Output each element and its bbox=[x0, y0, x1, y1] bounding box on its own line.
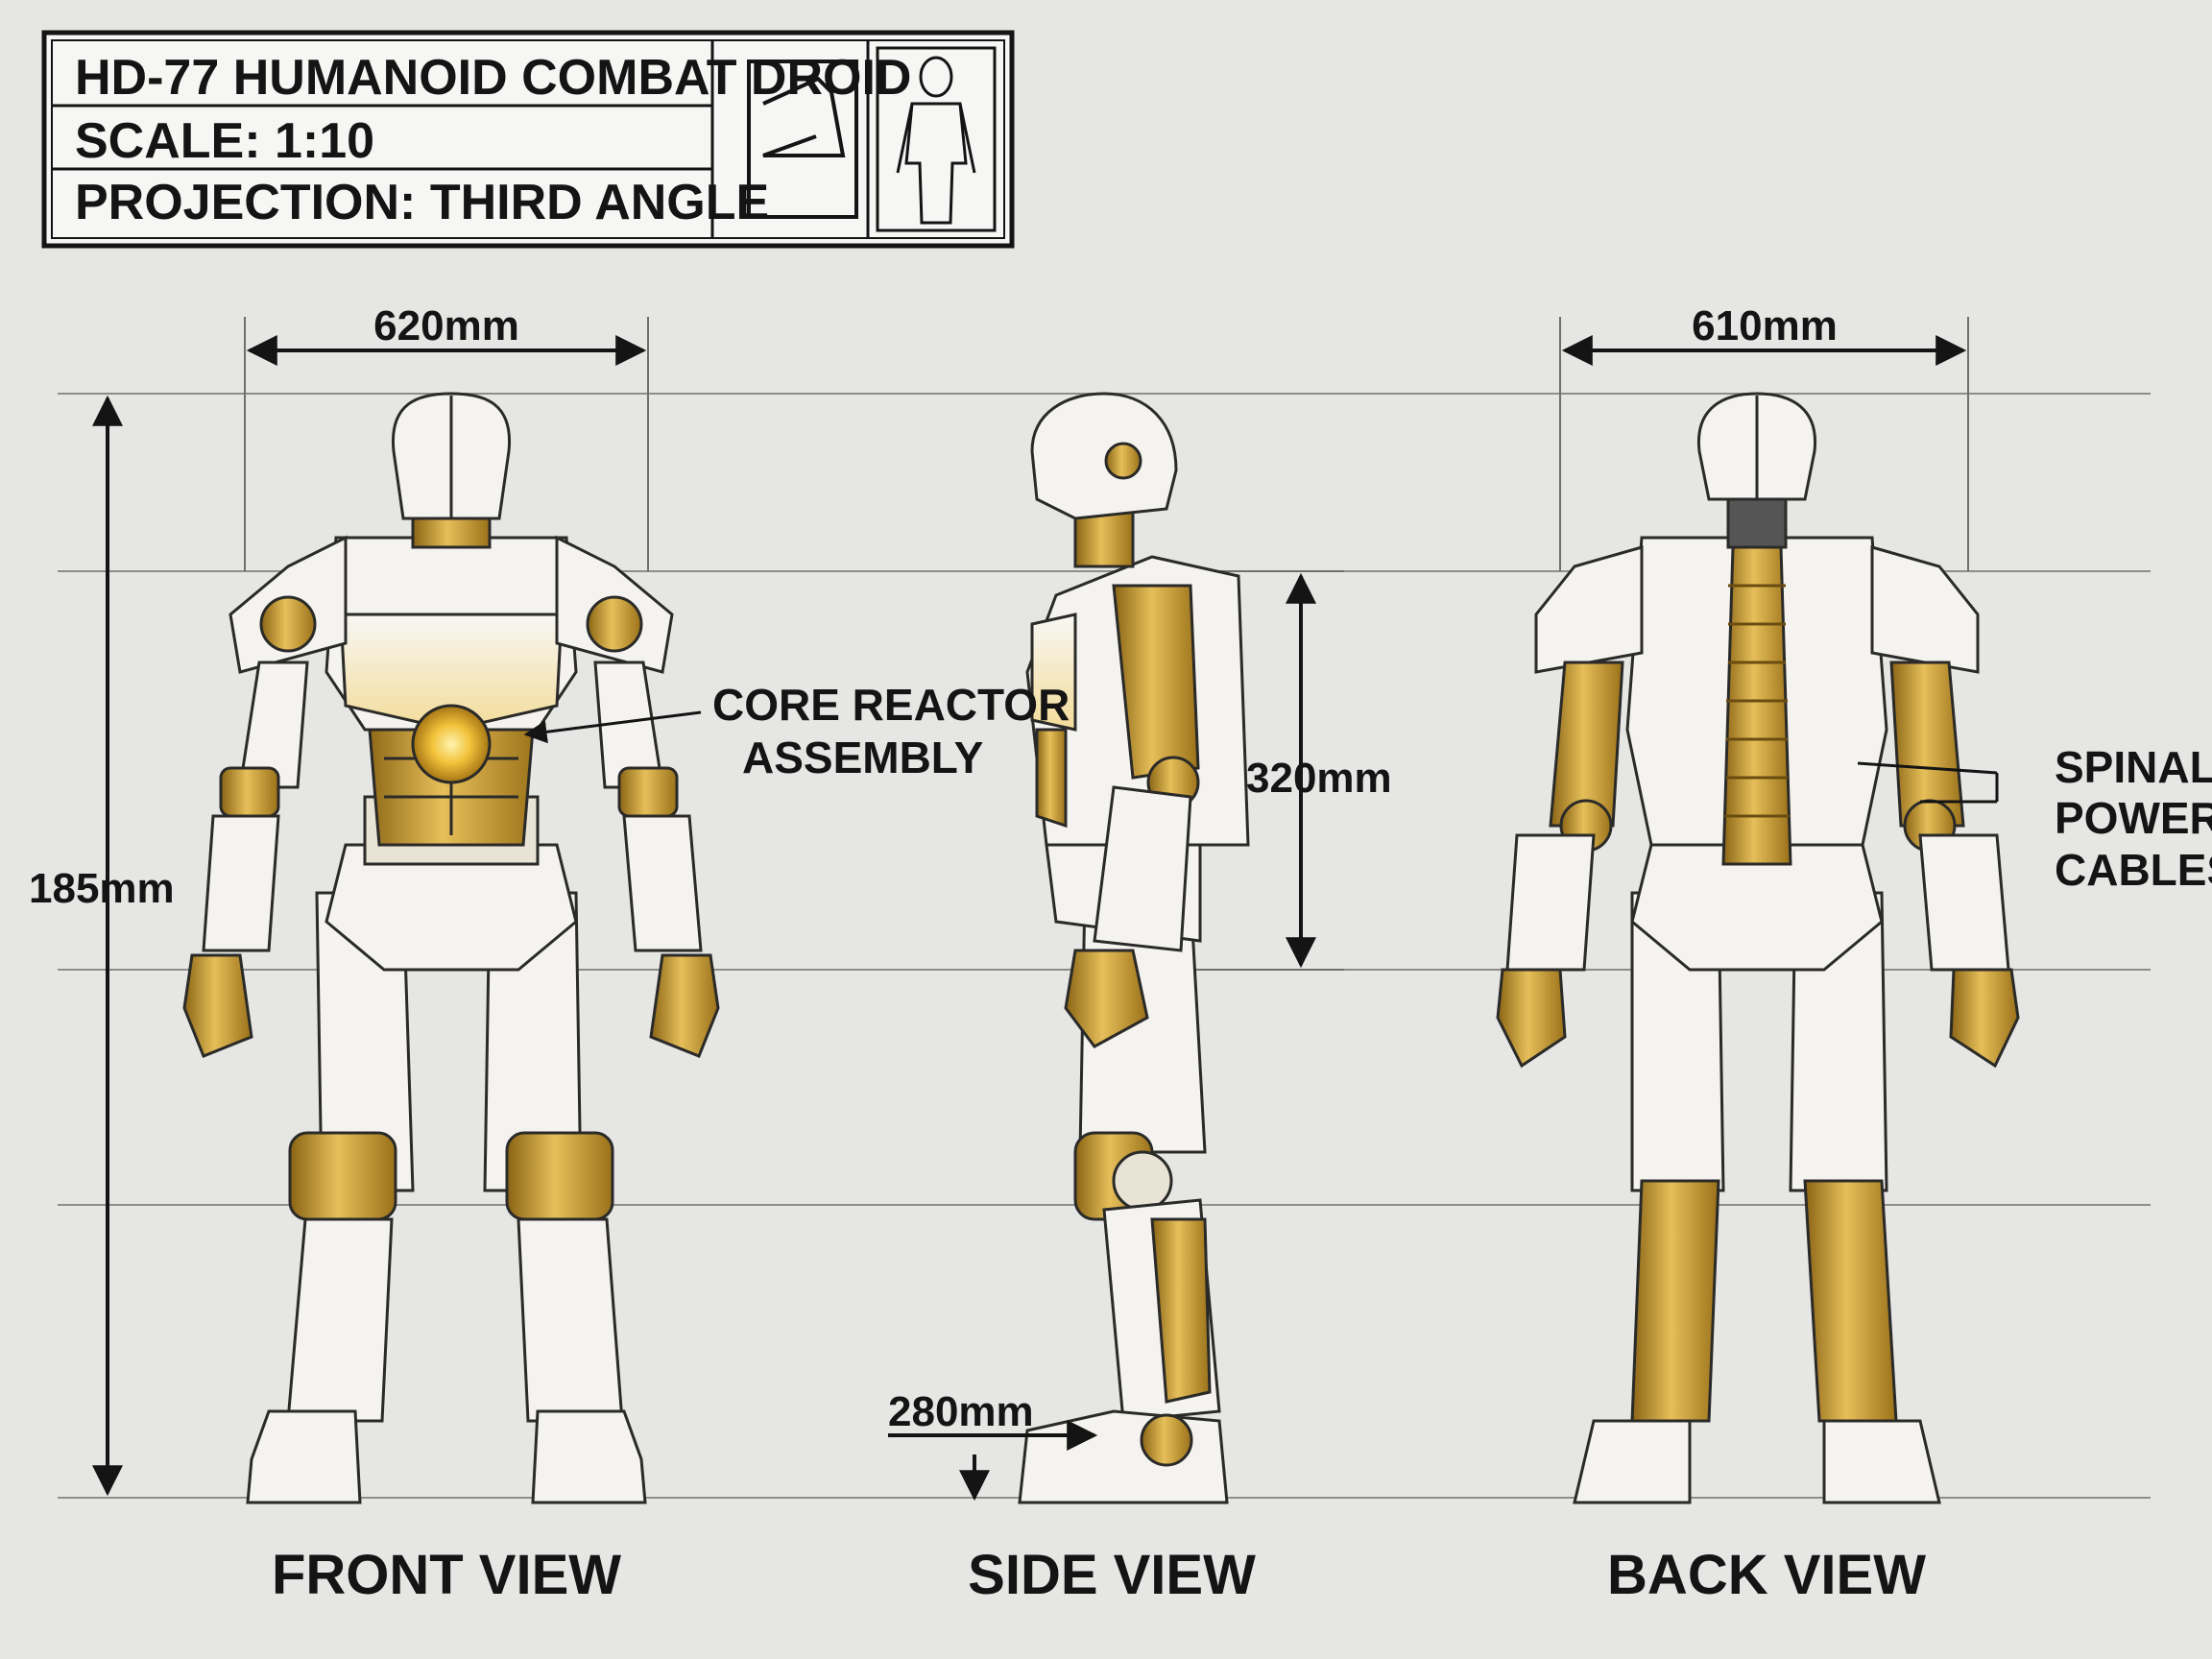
back-width-label: 610mm bbox=[1692, 302, 1838, 349]
spinal-label-line3: CABLES bbox=[2055, 845, 2212, 895]
side-view-droid bbox=[1018, 392, 1250, 1504]
back-view-title: BACK VIEW bbox=[1607, 1544, 1926, 1606]
overall-height-label: 185mm bbox=[29, 865, 175, 912]
droid-thumbnail-icon bbox=[876, 46, 997, 232]
front-left-knee bbox=[288, 1131, 397, 1221]
front-right-knee bbox=[505, 1131, 614, 1221]
drawing-projection: PROJECTION: THIRD ANGLE bbox=[75, 175, 769, 230]
side-head bbox=[1030, 392, 1178, 520]
core-reactor-label-line1: CORE REACTOR bbox=[712, 680, 1070, 730]
foot-height-label: 280mm bbox=[888, 1388, 1034, 1435]
core-reactor-label-line2: ASSEMBLY bbox=[742, 733, 983, 782]
front-view-droid bbox=[182, 392, 720, 1504]
drawing-scale: SCALE: 1:10 bbox=[75, 113, 374, 169]
title-block: HD-77 HUMANOID COMBAT DROID SCALE: 1:10 … bbox=[41, 30, 1015, 249]
dimension-lines bbox=[92, 335, 1967, 1502]
spinal-label-line2: POWER bbox=[2055, 793, 2212, 843]
callout-leaders bbox=[523, 710, 1999, 804]
front-right-shin bbox=[517, 1217, 624, 1423]
side-view-title: SIDE VIEW bbox=[968, 1544, 1256, 1606]
front-chest-glass bbox=[339, 613, 564, 732]
drawing-title: HD-77 HUMANOID COMBAT DROID bbox=[75, 50, 911, 106]
core-reactor bbox=[411, 704, 492, 784]
spinal-label-line1: SPINAL bbox=[2055, 742, 2212, 792]
front-left-foot bbox=[246, 1409, 362, 1504]
front-width-label: 620mm bbox=[373, 302, 519, 349]
projection-symbol-icon bbox=[747, 60, 858, 219]
front-left-shin bbox=[286, 1217, 394, 1423]
front-right-foot bbox=[531, 1409, 647, 1504]
extension-lines bbox=[244, 317, 1969, 971]
torso-height-label: 320mm bbox=[1246, 755, 1392, 802]
front-view-title: FRONT VIEW bbox=[272, 1544, 621, 1606]
back-view-droid bbox=[1496, 392, 2020, 1504]
